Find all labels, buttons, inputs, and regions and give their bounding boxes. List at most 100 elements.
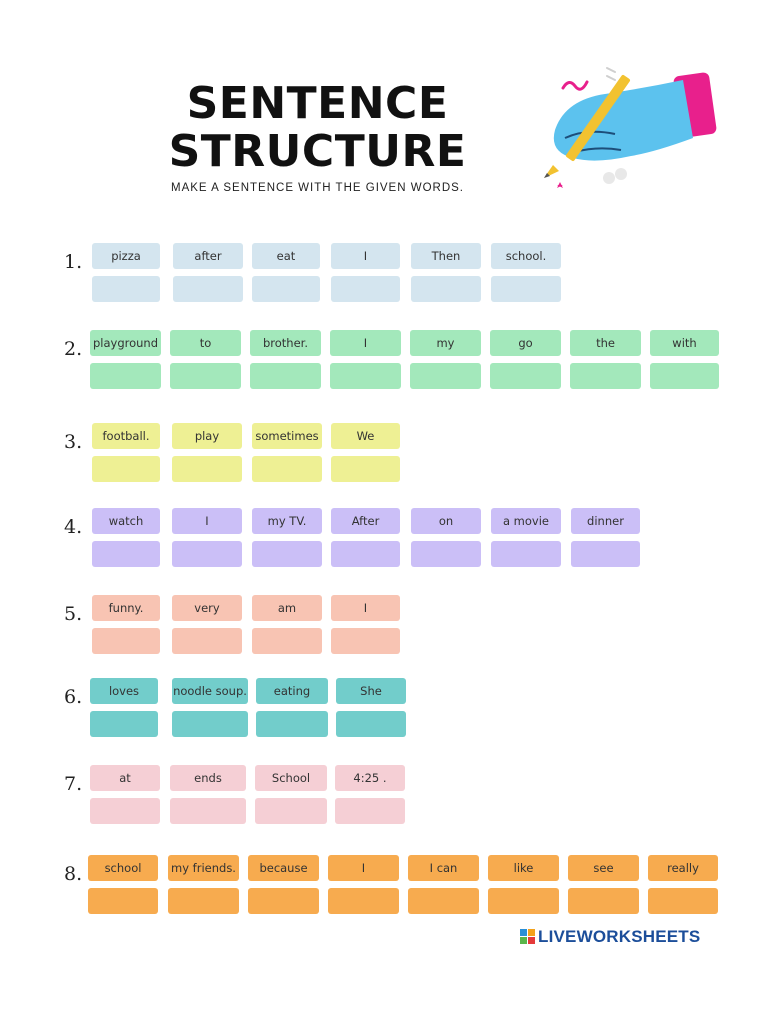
exercise-number: 3. <box>64 431 83 453</box>
answer-slot[interactable] <box>330 363 401 389</box>
word-tile[interactable]: play <box>172 423 242 449</box>
answer-slot[interactable] <box>170 363 241 389</box>
answer-slot[interactable] <box>490 363 561 389</box>
answer-slot[interactable] <box>92 541 160 567</box>
answer-slot[interactable] <box>256 711 328 737</box>
word-tile[interactable]: loves <box>90 678 158 704</box>
answer-slot[interactable] <box>491 276 561 302</box>
answer-slot[interactable] <box>648 888 718 914</box>
answer-slot[interactable] <box>331 541 400 567</box>
answer-slot[interactable] <box>172 541 242 567</box>
word-tile[interactable]: am <box>252 595 322 621</box>
word-tile[interactable]: I <box>331 595 400 621</box>
answer-slot[interactable] <box>170 798 246 824</box>
word-tile[interactable]: watch <box>92 508 160 534</box>
word-tile[interactable]: Then <box>411 243 481 269</box>
word-tile[interactable]: I can <box>408 855 479 881</box>
word-tile[interactable]: eating <box>256 678 328 704</box>
answer-slot[interactable] <box>252 628 322 654</box>
answer-slot[interactable] <box>90 711 158 737</box>
exercise-3: 3. football. play sometimes We <box>0 423 768 493</box>
word-tile[interactable]: ends <box>170 765 246 791</box>
word-tile[interactable]: pizza <box>92 243 160 269</box>
exercise-6: 6. loves noodle soup. eating She <box>0 678 768 748</box>
answer-slot[interactable] <box>488 888 559 914</box>
answer-slot[interactable] <box>90 798 160 824</box>
hand-writing-icon <box>544 67 717 188</box>
word-tile[interactable]: School <box>255 765 327 791</box>
answer-slot[interactable] <box>335 798 405 824</box>
answer-slot[interactable] <box>252 456 322 482</box>
word-tile[interactable]: eat <box>252 243 320 269</box>
answer-slot[interactable] <box>410 363 481 389</box>
word-tile[interactable]: my TV. <box>252 508 322 534</box>
word-tile[interactable]: to <box>170 330 241 356</box>
answer-slot[interactable] <box>331 276 400 302</box>
exercise-number: 5. <box>64 603 83 625</box>
word-tile[interactable]: I <box>331 243 400 269</box>
answer-slot[interactable] <box>255 798 327 824</box>
word-tile[interactable]: really <box>648 855 718 881</box>
word-tile[interactable]: my friends. <box>168 855 239 881</box>
answer-slot[interactable] <box>92 628 160 654</box>
answer-slot[interactable] <box>336 711 406 737</box>
answer-slot[interactable] <box>252 276 320 302</box>
word-tile[interactable]: She <box>336 678 406 704</box>
answer-slot[interactable] <box>328 888 399 914</box>
word-tile[interactable]: dinner <box>571 508 640 534</box>
word-tile[interactable]: We <box>331 423 400 449</box>
answer-slot[interactable] <box>331 456 400 482</box>
word-tile[interactable]: on <box>411 508 481 534</box>
answer-slot[interactable] <box>172 456 242 482</box>
word-tile[interactable]: school <box>88 855 158 881</box>
word-tile[interactable]: my <box>410 330 481 356</box>
answer-slot[interactable] <box>92 276 160 302</box>
answer-slot[interactable] <box>92 456 160 482</box>
word-tile[interactable]: noodle soup. <box>172 678 248 704</box>
word-tile[interactable]: funny. <box>92 595 160 621</box>
answer-slot[interactable] <box>650 363 719 389</box>
title-line-1: SENTENCE <box>186 78 449 129</box>
word-tile[interactable]: football. <box>92 423 160 449</box>
answer-slot[interactable] <box>491 541 561 567</box>
title-line-2: STRUCTURE <box>168 126 467 177</box>
answer-slot[interactable] <box>411 276 481 302</box>
word-tile[interactable]: I <box>328 855 399 881</box>
word-tile[interactable]: I <box>330 330 401 356</box>
word-tile[interactable]: I <box>172 508 242 534</box>
answer-slot[interactable] <box>570 363 641 389</box>
answer-slot[interactable] <box>173 276 243 302</box>
answer-slot[interactable] <box>411 541 481 567</box>
word-tile[interactable]: go <box>490 330 561 356</box>
answer-slot[interactable] <box>408 888 479 914</box>
answer-slot[interactable] <box>568 888 639 914</box>
answer-slot[interactable] <box>88 888 158 914</box>
word-tile[interactable]: playground <box>90 330 161 356</box>
answer-slot[interactable] <box>571 541 640 567</box>
word-tile[interactable]: with <box>650 330 719 356</box>
word-tile[interactable]: brother. <box>250 330 321 356</box>
answer-slot[interactable] <box>331 628 400 654</box>
word-tile[interactable]: like <box>488 855 559 881</box>
word-tile[interactable]: 4:25 . <box>335 765 405 791</box>
answer-slot[interactable] <box>168 888 239 914</box>
answer-slot[interactable] <box>252 541 322 567</box>
exercise-number: 6. <box>64 686 83 708</box>
answer-slot[interactable] <box>172 711 248 737</box>
answer-slot[interactable] <box>172 628 242 654</box>
answer-slot[interactable] <box>90 363 161 389</box>
word-tile[interactable]: at <box>90 765 160 791</box>
answer-slot[interactable] <box>248 888 319 914</box>
word-tile[interactable]: school. <box>491 243 561 269</box>
word-tile[interactable]: the <box>570 330 641 356</box>
answer-slot[interactable] <box>250 363 321 389</box>
word-tile[interactable]: After <box>331 508 400 534</box>
word-tile[interactable]: a movie <box>491 508 561 534</box>
word-tile[interactable]: sometimes <box>252 423 322 449</box>
brand-name: LIVEWORKSHEETS <box>538 927 701 946</box>
word-tile[interactable]: because <box>248 855 319 881</box>
word-tile[interactable]: after <box>173 243 243 269</box>
word-tile[interactable]: very <box>172 595 242 621</box>
word-tile[interactable]: see <box>568 855 639 881</box>
